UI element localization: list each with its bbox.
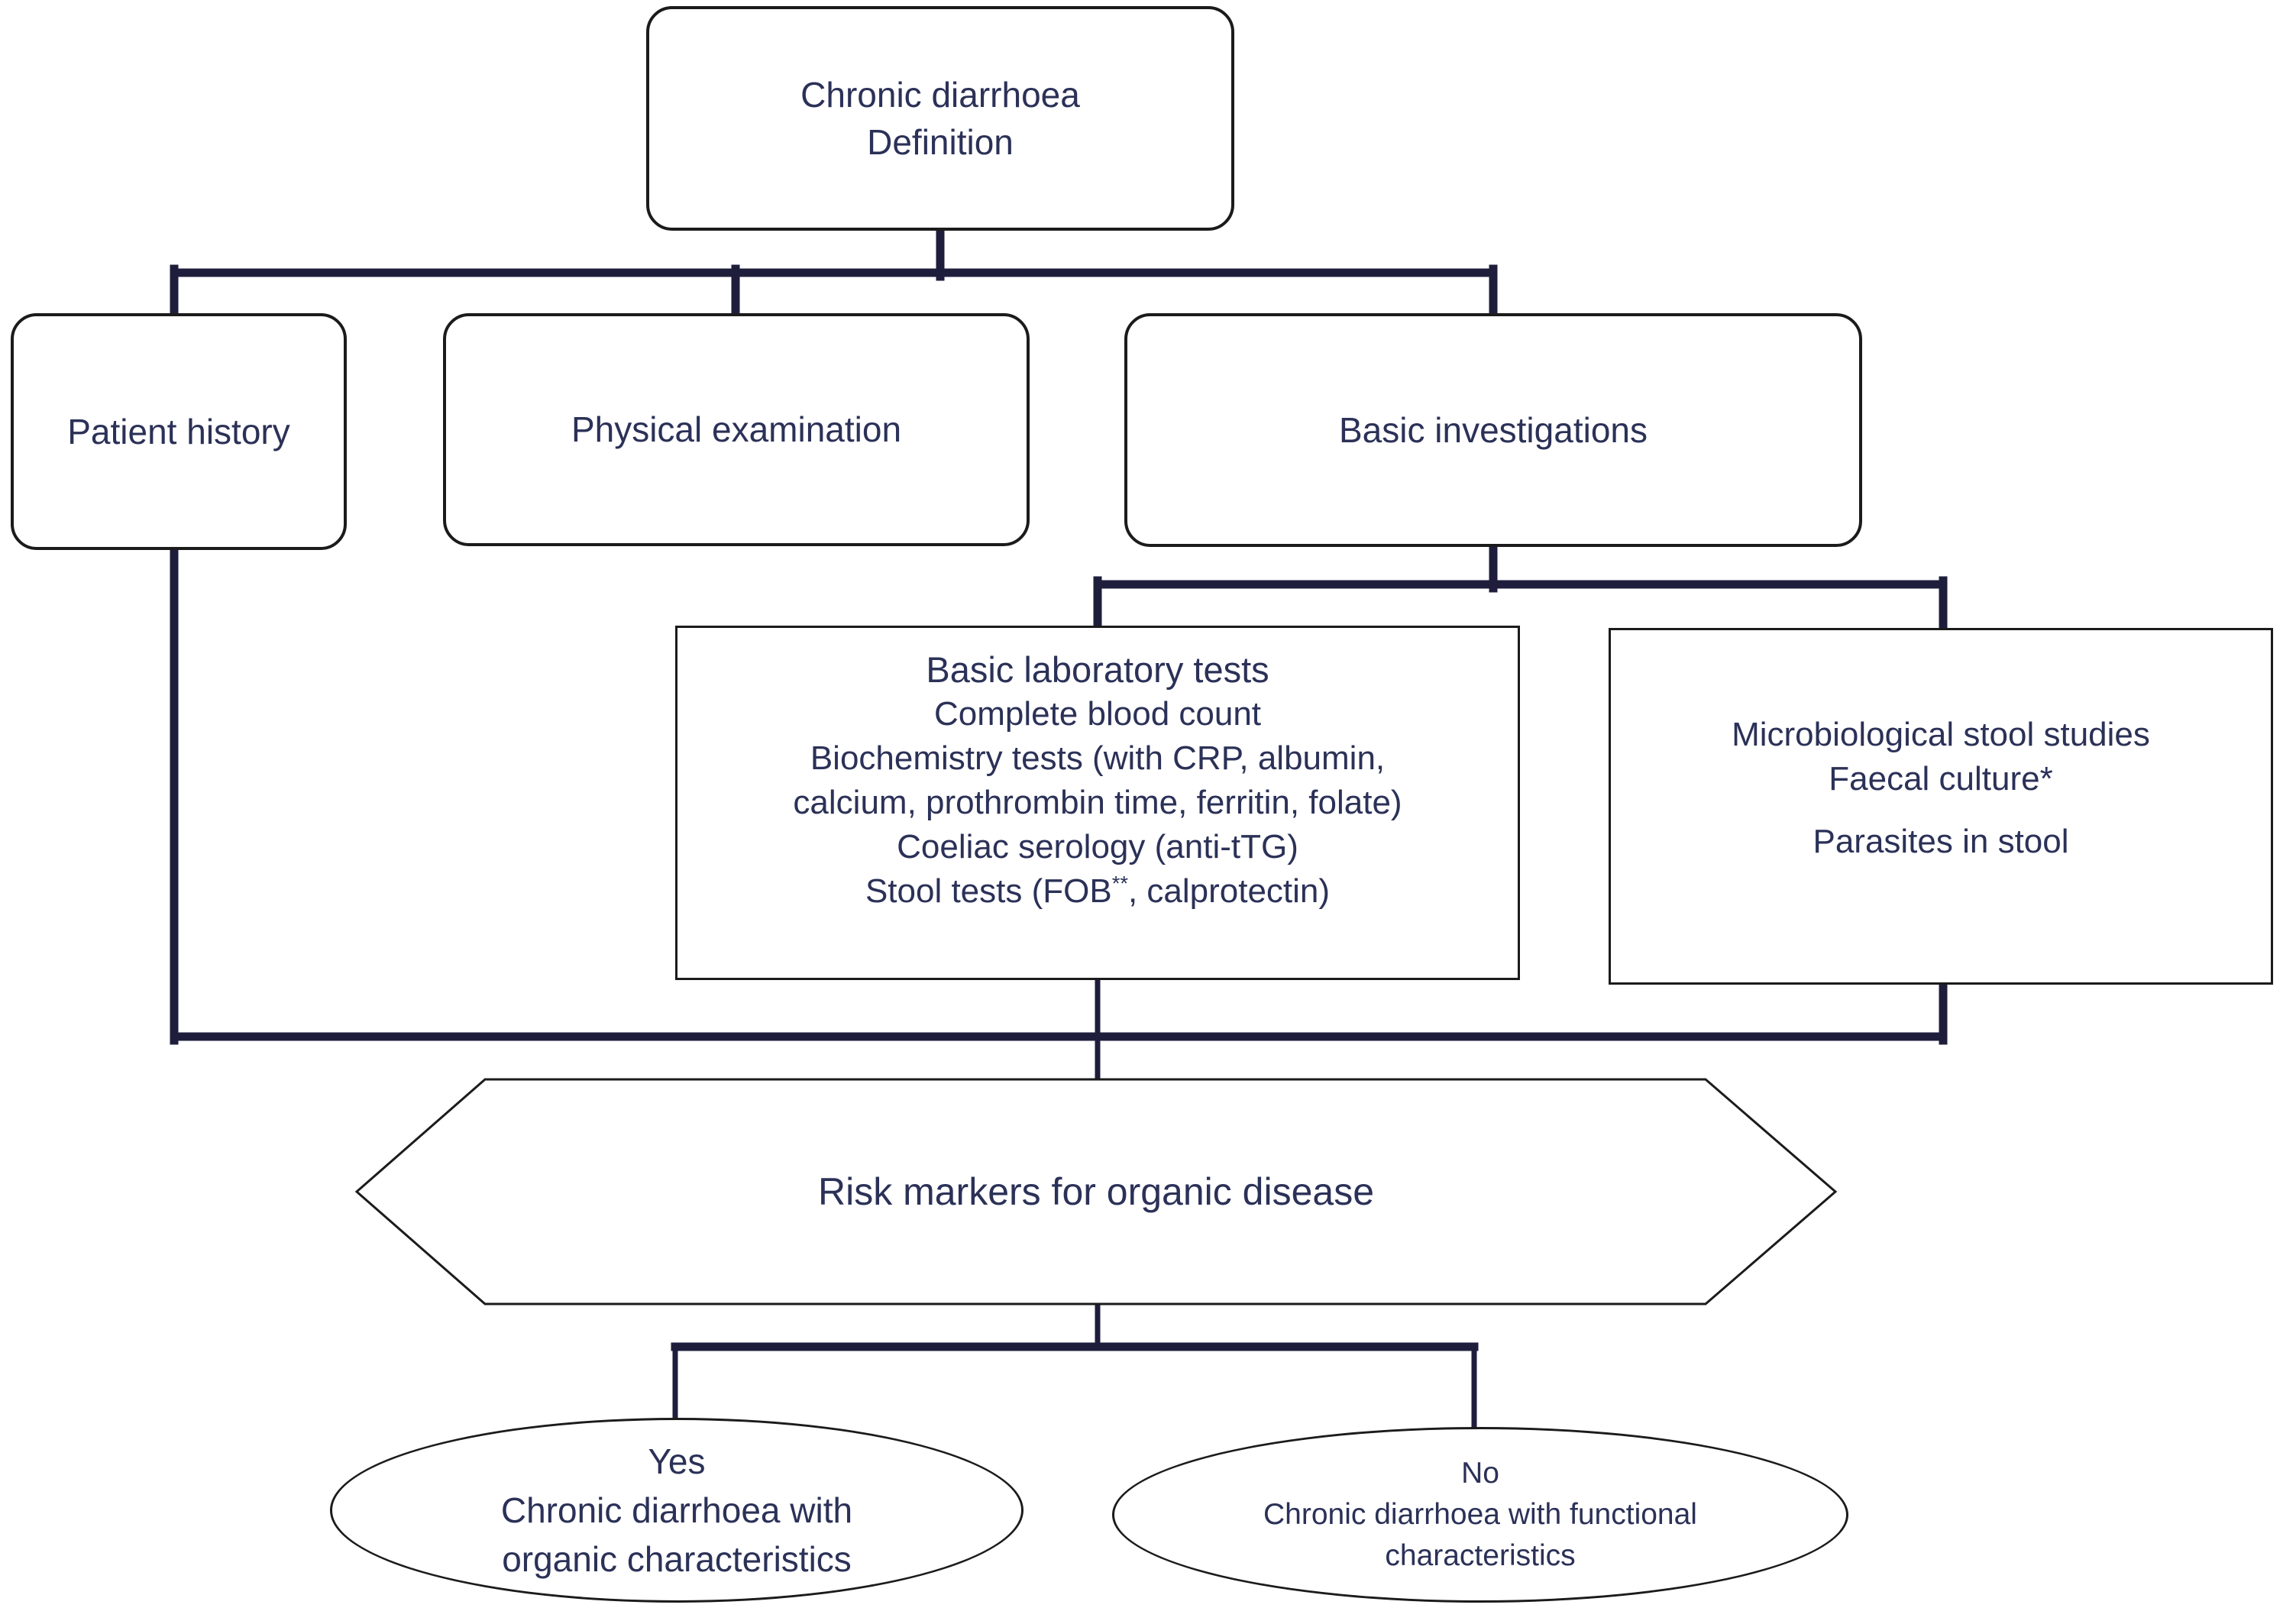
basic-investigations-box: Basic investigations [1124,313,1862,547]
stool-test-superscript: ** [1111,871,1128,895]
stool-test-suffix: , calprotectin) [1127,872,1331,910]
lab-test-item: Biochemistry tests (with CRP, albumin, c… [793,739,1402,821]
stool-studies-box: Microbiological stool studies Faecal cul… [1609,628,2273,985]
physical-examination-box: Physical examination [443,313,1030,546]
outcome-yes-line1: Yes [648,1441,706,1481]
lab-tests-title: Basic laboratory tests [926,649,1269,690]
definition-box: Chronic diarrhoea Definition [646,6,1234,231]
basic-investigations-label: Basic investigations [1339,409,1648,450]
risk-markers-hexagon [354,1078,1838,1305]
outcome-yes-line3: organic characteristics [502,1539,852,1579]
risk-markers-label: Risk markers for organic disease [817,1170,1375,1213]
outcome-yes-line2: Chronic diarrhoea with [500,1490,853,1530]
patient-history-box: Patient history [11,313,347,550]
patient-history-label: Patient history [67,411,290,451]
stool-studies-line2: Faecal culture* [1829,760,2053,798]
outcome-yes-ellipse: Yes Chronic diarrhoea with organic chara… [330,1418,1023,1603]
definition-line2: Definition [867,122,1014,162]
stool-studies-line1: Microbiological stool studies [1732,716,2150,753]
stool-studies-line3: Parasites in stool [1813,823,2069,860]
lab-test-item: Coeliac serology (anti-tTG) [897,828,1298,865]
lab-test-item: Complete blood count [933,695,1262,733]
lab-test-item-stool: Stool tests (FOB**, calprotectin) [865,869,1330,914]
outcome-no-line2: Chronic diarrhoea with functional [1263,1498,1697,1531]
definition-line1: Chronic diarrhoea [800,75,1080,115]
stool-test-prefix: Stool tests (FOB [865,872,1112,910]
outcome-no-ellipse: No Chronic diarrhoea with functional cha… [1112,1427,1848,1603]
physical-examination-label: Physical examination [571,409,902,450]
basic-laboratory-tests-box: Basic laboratory tests Complete blood co… [675,626,1520,980]
outcome-no-line3: characteristics [1385,1539,1576,1572]
outcome-no-line1: No [1461,1457,1499,1490]
